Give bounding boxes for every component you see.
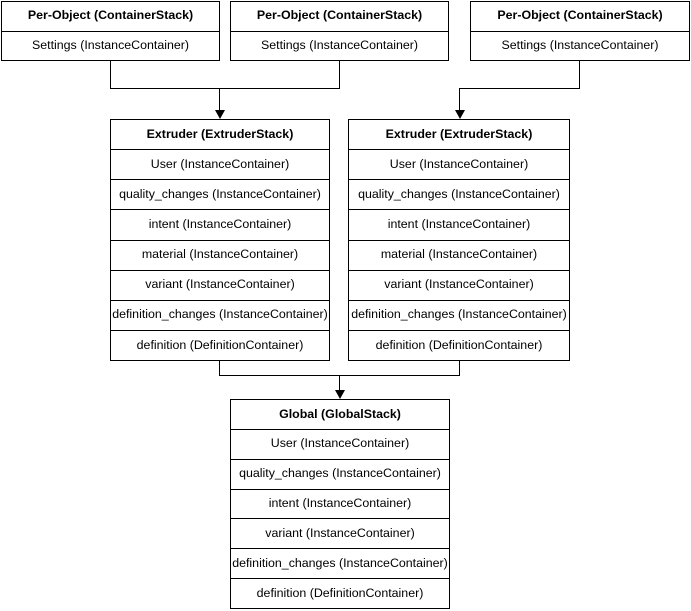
- node-header: Per-Object (ContainerStack): [497, 8, 663, 23]
- node-row-variant: variant (InstanceContainer): [349, 269, 569, 300]
- node-row-variant: variant (InstanceContainer): [231, 518, 449, 548]
- node-header: Per-Object (ContainerStack): [256, 8, 423, 23]
- node-header: Extruder (ExtruderStack): [146, 126, 294, 141]
- edge-global-stem: [339, 375, 340, 392]
- node-row-variant: variant (InstanceContainer): [111, 269, 329, 300]
- edge-per-object-1-drop: [110, 61, 111, 89]
- node-row-user: User (InstanceContainer): [111, 149, 329, 179]
- edge-extruder-1-arrowhead: [215, 110, 225, 119]
- edge-extruder-1-drop: [219, 361, 220, 376]
- node-extruder-1[interactable]: Extruder (ExtruderStack) User (InstanceC…: [110, 119, 330, 361]
- node-row-definition: definition (DefinitionContainer): [231, 578, 449, 608]
- edge-extruder-1-stem: [219, 88, 220, 112]
- node-row-settings: Settings (InstanceContainer): [231, 30, 448, 61]
- node-header: Per-Object (ContainerStack): [27, 8, 194, 23]
- node-extruder-2[interactable]: Extruder (ExtruderStack) User (InstanceC…: [348, 119, 570, 361]
- edge-per-object-2-drop: [339, 61, 340, 89]
- edge-extruder-2-drop: [459, 361, 460, 376]
- node-row-definition: definition (DefinitionContainer): [111, 329, 329, 360]
- node-header: Extruder (ExtruderStack): [385, 126, 533, 141]
- node-row-user: User (InstanceContainer): [231, 428, 449, 459]
- node-row-intent: intent (InstanceContainer): [349, 209, 569, 239]
- edge-per-object-3-drop: [579, 61, 580, 89]
- node-global[interactable]: Global (GlobalStack) User (InstanceConta…: [230, 399, 450, 609]
- node-per-object-1[interactable]: Per-Object (ContainerStack) Settings (In…: [1, 1, 220, 61]
- node-header: Global (GlobalStack): [279, 406, 401, 421]
- node-per-object-3[interactable]: Per-Object (ContainerStack) Settings (In…: [470, 1, 690, 61]
- node-row-intent: intent (InstanceContainer): [111, 209, 329, 239]
- edge-extruder-1-merge-bar: [110, 88, 340, 89]
- node-row-definition-changes: definition_changes (InstanceContainer): [349, 299, 569, 330]
- node-row-material: material (InstanceContainer): [111, 239, 329, 270]
- node-row-quality-changes: quality_changes (InstanceContainer): [111, 179, 329, 209]
- node-row-definition: definition (DefinitionContainer): [349, 329, 569, 360]
- edge-extruder-2-stem: [459, 88, 460, 112]
- node-row-quality-changes: quality_changes (InstanceContainer): [349, 179, 569, 209]
- node-row-settings: Settings (InstanceContainer): [2, 30, 219, 61]
- edge-extruder-2-arrowhead: [455, 110, 465, 119]
- node-row-user: User (InstanceContainer): [349, 149, 569, 179]
- node-row-material: material (InstanceContainer): [349, 239, 569, 270]
- node-row-definition-changes: definition_changes (InstanceContainer): [231, 548, 449, 578]
- node-row-intent: intent (InstanceContainer): [231, 488, 449, 519]
- node-row-settings: Settings (InstanceContainer): [471, 30, 689, 61]
- node-per-object-2[interactable]: Per-Object (ContainerStack) Settings (In…: [230, 1, 449, 61]
- edge-per-object-3-elbow: [459, 88, 580, 89]
- node-row-quality-changes: quality_changes (InstanceContainer): [231, 458, 449, 489]
- node-row-definition-changes: definition_changes (InstanceContainer): [111, 299, 329, 330]
- edge-global-arrowhead: [335, 390, 345, 399]
